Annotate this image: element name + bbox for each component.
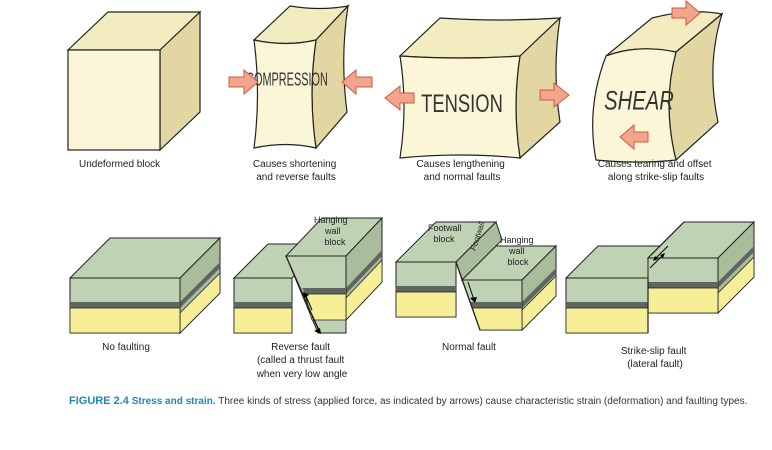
strike-slip-block xyxy=(564,220,756,334)
figure-title: Stress and strain. xyxy=(131,396,216,407)
tension-arrow-left-icon xyxy=(384,84,415,112)
shear-block xyxy=(592,11,724,163)
normal-hanging-wall-label: Hanging wall block xyxy=(500,235,536,267)
tension-word: TENSION xyxy=(421,89,503,117)
compression-word: COMPRESSION xyxy=(246,69,328,90)
hanging-wall-label: Hanging wall block xyxy=(314,215,350,247)
footwall-block-label: Footwall block xyxy=(428,223,464,244)
reverse-fault-label: Reverse fault (called a thrust fault whe… xyxy=(256,342,348,380)
figure-caption-text: Three kinds of stress (applied force, as… xyxy=(218,396,748,407)
figure-number: FIGURE 2.4 xyxy=(69,395,129,407)
strike-slip-motion-arrows-icon xyxy=(649,245,669,269)
compression-block xyxy=(252,4,350,150)
shear-word: SHEAR xyxy=(604,86,674,115)
compression-arrow-right-icon xyxy=(341,68,373,96)
figure-caption: FIGURE 2.4 Stress and strain. Three kind… xyxy=(69,395,759,408)
undeformed-label: Undeformed block xyxy=(79,159,161,170)
normal-fault-label: Normal fault xyxy=(442,342,496,353)
compression-caption: Causes shortening and reverse faults xyxy=(253,159,339,183)
strike-slip-label: Strike-slip fault (lateral fault) xyxy=(621,346,689,370)
shear-arrow-top-icon xyxy=(671,0,701,27)
reverse-fault-block xyxy=(232,216,384,334)
normal-fault-block xyxy=(394,221,558,332)
tension-caption: Causes lengthening and normal faults xyxy=(416,159,507,183)
compression-arrow-left-icon xyxy=(228,68,259,96)
no-faulting-block xyxy=(68,236,222,335)
shear-arrow-bottom-icon xyxy=(619,123,649,151)
normal-fault-motion-arrows-icon xyxy=(467,281,477,303)
tension-arrow-right-icon xyxy=(539,81,570,109)
tension-block xyxy=(398,16,562,160)
shear-caption: Causes tearing and offset along strike-s… xyxy=(598,159,715,183)
undeformed-block xyxy=(66,10,202,152)
no-faulting-label: No faulting xyxy=(102,342,150,353)
reverse-fault-motion-arrows-icon xyxy=(303,292,321,334)
